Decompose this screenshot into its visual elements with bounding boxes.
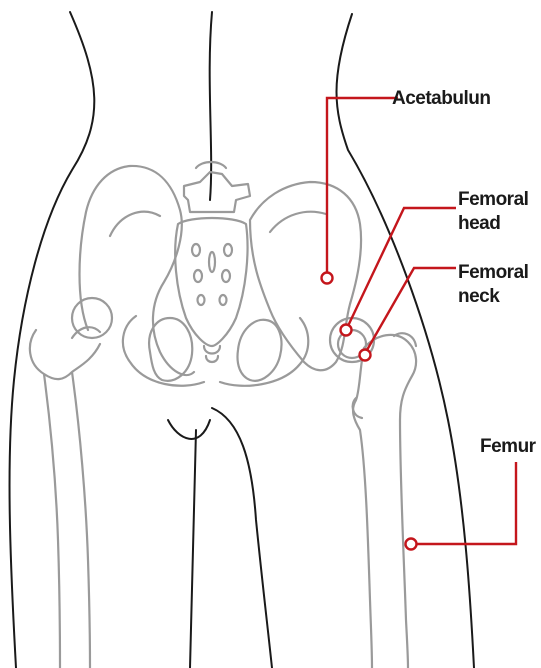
right-ilium: [250, 182, 361, 370]
left-femur: [30, 330, 100, 668]
acetabulum-callout-line: [327, 98, 398, 272]
sacral-foramen: [209, 252, 215, 272]
sacral-foramen: [222, 270, 230, 282]
acetabulum-callout-dot: [322, 273, 333, 284]
femur-callout-line: [416, 462, 516, 544]
left-inner-thigh-line: [190, 430, 196, 668]
right-ilium-inner: [270, 212, 326, 232]
acetabulum-label: Acetabulun: [392, 88, 490, 109]
left-buttock-line: [168, 420, 210, 439]
sacral-foramen: [224, 244, 232, 256]
sacral-foramen: [198, 295, 205, 305]
right-flank-outline: [337, 14, 475, 668]
femoral-neck-label-line1: Femoral: [458, 262, 528, 283]
left-ilium-inner: [110, 212, 160, 236]
femoral-neck-label-line2: neck: [458, 286, 499, 307]
right-femur: [353, 335, 416, 668]
left-pubis: [149, 318, 192, 381]
femur-callout-dot: [406, 539, 417, 550]
femoral-head-label-line1: Femoral: [458, 189, 528, 210]
lumbar-vertebra: [184, 172, 250, 212]
left-flank-outline: [10, 12, 95, 668]
sacral-foramen: [192, 244, 200, 256]
sacral-foramen: [194, 270, 202, 282]
femoral-head-callout-dot: [341, 325, 352, 336]
coccyx: [204, 346, 220, 362]
femur-label: Femur: [480, 436, 536, 457]
sacral-foramen: [220, 295, 227, 305]
femoral-head-label-line2: head: [458, 213, 500, 234]
femoral-neck-callout-dot: [360, 350, 371, 361]
callouts: [322, 98, 517, 550]
right-pubis: [238, 320, 282, 381]
right-buttock-line: [212, 408, 272, 668]
